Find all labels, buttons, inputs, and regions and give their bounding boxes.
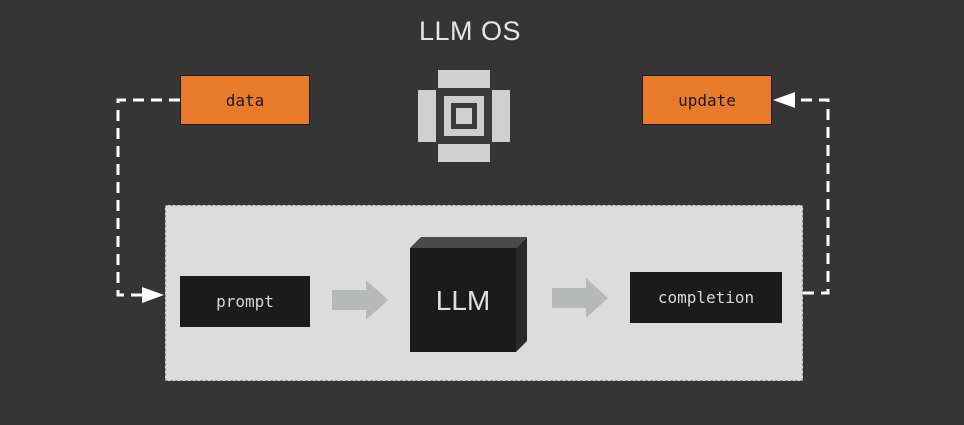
diagram-title: LLM OS — [418, 16, 522, 46]
update-tag: update — [642, 75, 772, 125]
prompt-arrowhead — [142, 287, 164, 303]
completion-box: completion — [630, 272, 782, 323]
cube-icon — [410, 237, 527, 352]
prompt-box: prompt — [180, 276, 310, 327]
data-tag: data — [180, 75, 310, 125]
chip-icon — [418, 70, 510, 162]
arrow-right-icon — [332, 280, 388, 320]
llm-label: LLM — [435, 284, 491, 316]
arrow-right-icon — [552, 278, 608, 318]
update-arrowhead — [773, 92, 795, 108]
completion-to-update-connector — [795, 98, 830, 295]
